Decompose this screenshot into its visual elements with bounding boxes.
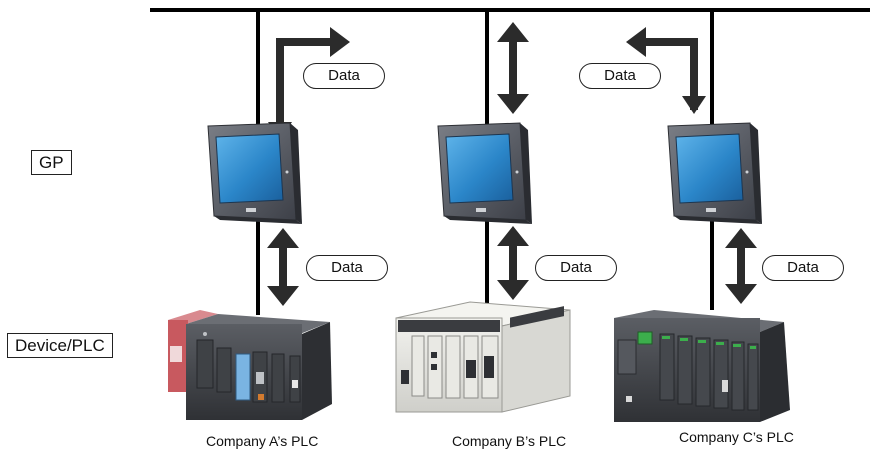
arrow-c-plc — [725, 228, 757, 304]
caption-company-c: Company C’s PLC — [679, 429, 794, 445]
data-pill-a-network: Data — [303, 63, 385, 89]
caption-company-b: Company B’s PLC — [452, 433, 567, 449]
arrow-c-network — [626, 27, 706, 114]
arrow-b-plc — [497, 226, 529, 300]
plc-device-c — [614, 310, 790, 422]
gp-label: GP — [31, 150, 72, 175]
gp-panel-a — [207, 122, 302, 224]
data-pill-c-plc: Data — [762, 255, 844, 281]
data-pill-c-network: Data — [579, 63, 661, 89]
caption-company-a: Company A’s PLC — [206, 433, 319, 449]
data-pill-b-plc: Data — [535, 255, 617, 281]
data-pill-a-plc: Data — [306, 255, 388, 281]
plc-device-b — [395, 301, 571, 413]
arrow-a-plc — [267, 228, 299, 306]
arrow-b-network — [497, 22, 529, 114]
gp-panel-b — [437, 122, 532, 224]
gp-panel-c — [667, 122, 762, 224]
plc-device-a — [168, 310, 332, 420]
device-plc-label: Device/PLC — [7, 333, 113, 358]
